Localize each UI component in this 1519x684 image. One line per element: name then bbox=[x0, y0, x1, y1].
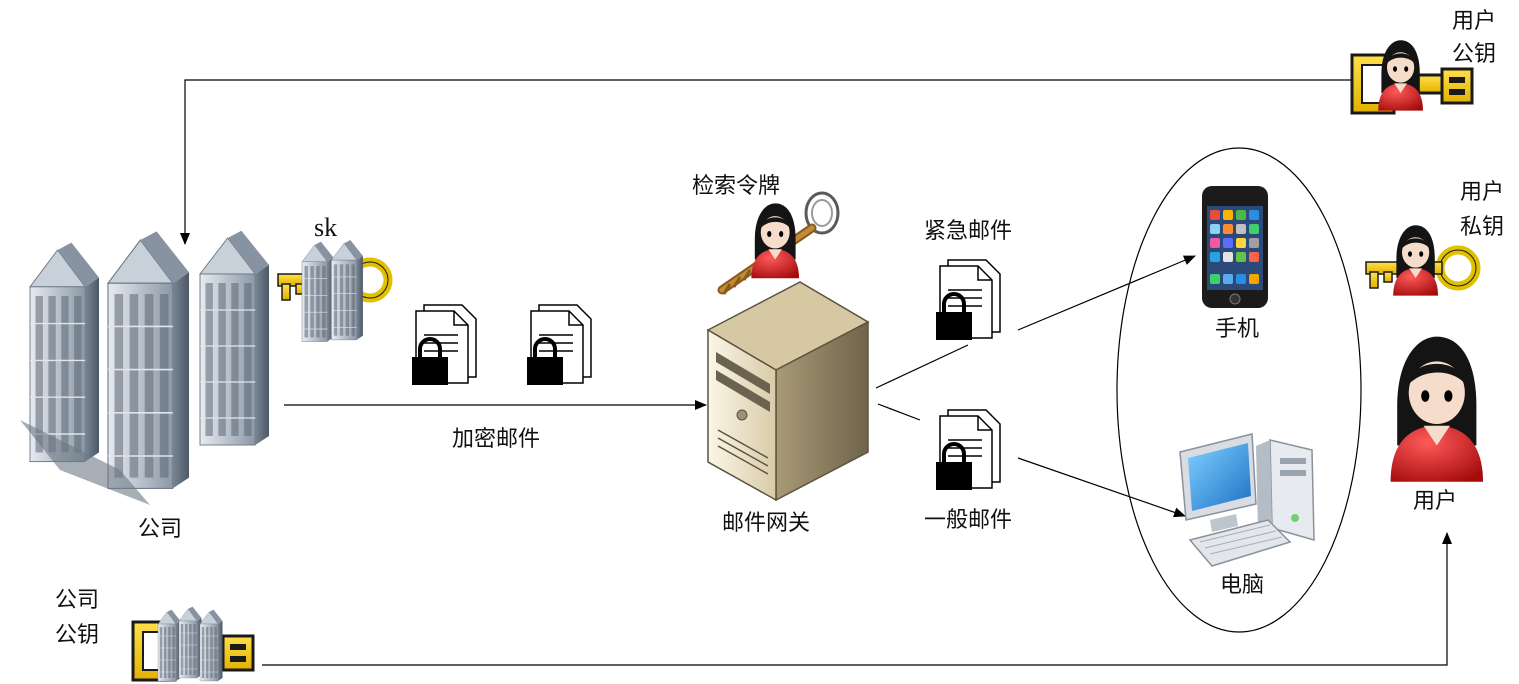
phone-icon bbox=[1202, 186, 1268, 308]
computer-icon bbox=[1179, 433, 1315, 567]
person-icon bbox=[751, 203, 799, 279]
person-icon bbox=[1393, 225, 1438, 296]
devices-ellipse bbox=[1116, 147, 1362, 633]
building-icon bbox=[20, 230, 270, 505]
user-pubkey-to-company-arrow bbox=[180, 79, 1352, 245]
company-pubkey-label-2: 公钥 bbox=[55, 623, 99, 648]
urgent-mail-label: 紧急邮件 bbox=[924, 219, 1012, 244]
company-label: 公司 bbox=[138, 517, 182, 542]
sk-label: sk bbox=[314, 213, 337, 242]
mail-gateway-label: 邮件网关 bbox=[722, 511, 810, 536]
person-icon bbox=[1378, 40, 1423, 111]
phone-label: 手机 bbox=[1215, 317, 1259, 342]
user-pubkey-label-2: 公钥 bbox=[1452, 42, 1496, 67]
building-icon bbox=[157, 606, 223, 682]
normal-to-computer-arrow bbox=[1017, 457, 1186, 518]
encrypted-mail-label: 加密邮件 bbox=[452, 427, 540, 452]
retrieval-token-label: 检索令牌 bbox=[692, 174, 780, 199]
user-pubkey-label-1: 用户 bbox=[1452, 9, 1496, 34]
document-lock-icon bbox=[934, 258, 1002, 342]
server-icon bbox=[706, 281, 870, 502]
user-privkey-label-1: 用户 bbox=[1460, 180, 1504, 205]
user-privkey-label-2: 私钥 bbox=[1460, 215, 1504, 240]
document-lock-icon bbox=[525, 303, 593, 387]
normal-mail-label: 一般邮件 bbox=[924, 508, 1012, 533]
gateway-to-urgent-line bbox=[875, 344, 969, 389]
document-lock-icon bbox=[934, 408, 1002, 492]
company-pubkey-label-1: 公司 bbox=[55, 588, 99, 613]
document-lock-icon bbox=[410, 303, 478, 387]
user-label: 用户 bbox=[1413, 489, 1457, 514]
company-pubkey-to-user-arrow bbox=[262, 532, 1452, 666]
gateway-to-normal-line bbox=[877, 403, 921, 421]
computer-label: 电脑 bbox=[1220, 573, 1264, 598]
urgent-to-phone-arrow bbox=[1017, 255, 1196, 331]
person-icon bbox=[1390, 336, 1483, 482]
sk-key-icon bbox=[278, 239, 388, 342]
